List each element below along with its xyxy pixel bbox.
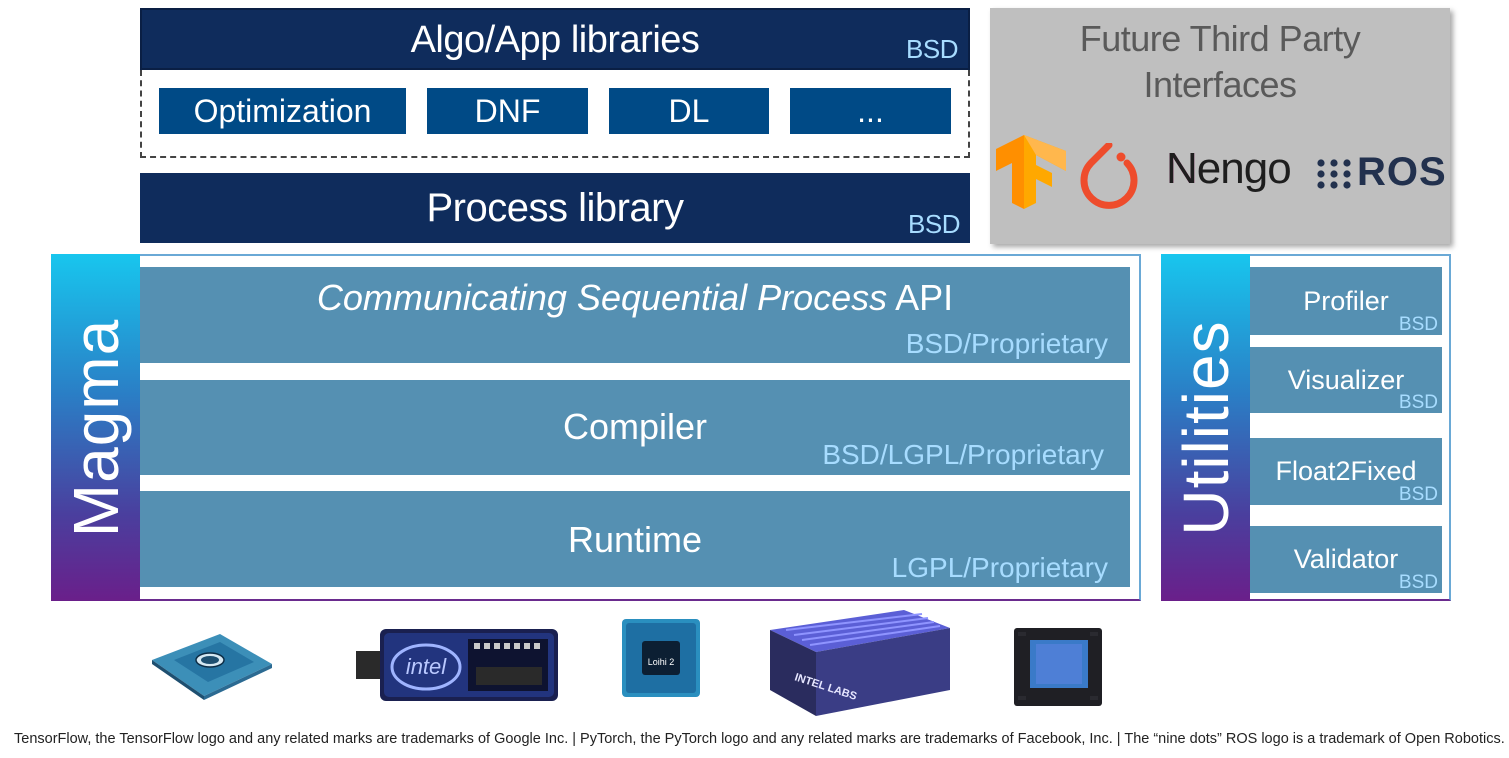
tensorflow-icon: [996, 135, 1066, 209]
float2fixed-name: Float2Fixed: [1275, 456, 1417, 486]
third-party-title-line2: Interfaces: [1143, 64, 1297, 105]
optimization-box: Optimization: [159, 88, 406, 134]
ros-text: ROS: [1357, 150, 1447, 194]
usb-board-icon: intel: [356, 629, 558, 701]
validator-name: Validator: [1293, 544, 1399, 574]
third-party-panel: [990, 8, 1450, 244]
csp-api-layer: Communicating Sequential Process API BSD…: [140, 267, 1130, 363]
ros-dots-icon: [1317, 159, 1351, 189]
nengo-logo: N: [1166, 144, 1198, 194]
algo-libraries-container: [140, 70, 970, 158]
pytorch-icon: [1080, 143, 1138, 209]
process-library: Process library BSD: [140, 173, 970, 243]
loihi2-chip-icon: Loihi 2: [622, 619, 700, 697]
csp-api-license: BSD/Proprietary: [905, 328, 1108, 359]
utilities-bar: Utilities: [1161, 254, 1250, 601]
magma-bar: Magma: [51, 254, 140, 601]
usb-board-label: intel: [406, 654, 447, 679]
utilities-label: Utilities: [1169, 319, 1242, 536]
validator-license: BSD: [1398, 572, 1438, 593]
runtime-title: Runtime: [567, 519, 703, 560]
validator-box: Validator BSD: [1250, 526, 1442, 593]
dl-box: DL: [609, 88, 769, 134]
runtime-layer: Runtime LGPL/Proprietary: [140, 491, 1130, 587]
nengo-text: Nengo: [1166, 144, 1292, 193]
float2fixed-box: Float2Fixed BSD: [1250, 438, 1442, 505]
profiler-box: Profiler BSD: [1250, 267, 1442, 335]
magma-label: Magma: [59, 318, 132, 537]
nengo-logo-accent: N: [1166, 144, 1198, 193]
process-license: BSD: [908, 209, 960, 239]
server-rack-icon: INTEL LABS: [770, 610, 950, 716]
csp-api-title-rest: API: [887, 277, 954, 318]
visualizer-box: Visualizer BSD: [1250, 347, 1442, 413]
more-box: ...: [790, 88, 951, 134]
profiler-name: Profiler: [1303, 286, 1389, 316]
visualizer-license: BSD: [1398, 392, 1438, 413]
runtime-license: LGPL/Proprietary: [891, 552, 1108, 583]
algo-license: BSD: [906, 34, 958, 64]
third-party-title-line1: Future Third Party: [1079, 18, 1361, 59]
float2fixed-license: BSD: [1398, 484, 1438, 505]
algo-title: Algo/App libraries: [410, 19, 700, 61]
compiler-license: BSD/LGPL/Proprietary: [822, 439, 1104, 470]
trademark-footer: TensorFlow, the TensorFlow logo and any …: [14, 731, 1505, 747]
cpu-chip-icon: [152, 634, 272, 700]
compiler-layer: Compiler BSD/LGPL/Proprietary: [140, 380, 1130, 475]
compiler-title: Compiler: [562, 406, 708, 447]
profiler-license: BSD: [1398, 314, 1438, 335]
csp-api-title: Communicating Sequential Process API: [140, 277, 1130, 319]
csp-api-title-italic: Communicating Sequential Process: [316, 277, 888, 318]
visualizer-name: Visualizer: [1287, 365, 1405, 395]
third-party-title: Future Third Party Interfaces: [990, 16, 1450, 108]
process-title: Process library: [426, 186, 684, 230]
loihi2-chip-label: Loihi 2: [648, 657, 675, 667]
gpu-chip-icon: [1014, 628, 1102, 706]
dnf-box: DNF: [427, 88, 588, 134]
algo-app-libraries-header: Algo/App libraries BSD: [140, 8, 970, 70]
